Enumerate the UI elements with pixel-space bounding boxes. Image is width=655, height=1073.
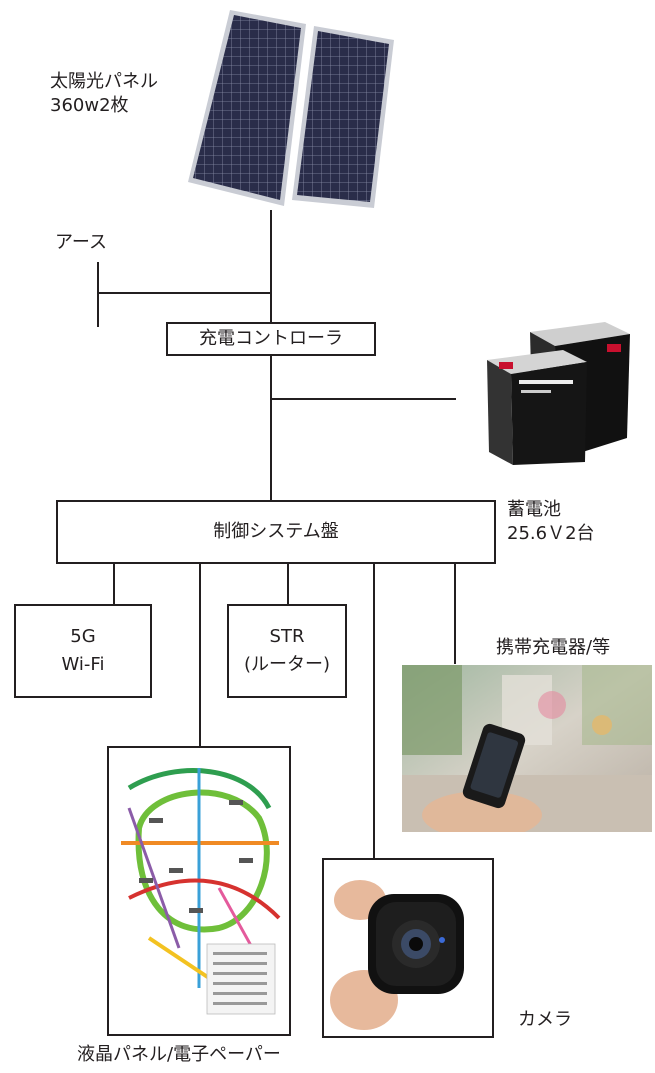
charge-controller-box: 充電コントローラ bbox=[166, 322, 376, 356]
control-panel-label: 制御システム盤 bbox=[213, 521, 339, 542]
phone-charger-label: 携帯充電器/等 bbox=[496, 637, 611, 658]
wire-earth-horizontal bbox=[98, 292, 272, 294]
camera-box bbox=[322, 858, 494, 1038]
battery-image bbox=[475, 320, 640, 465]
route-map-image bbox=[117, 756, 281, 1026]
lcd-label: 液晶パネル/電子ペーパー bbox=[77, 1044, 281, 1065]
wire-earth-vertical bbox=[97, 262, 99, 327]
router-label-line2: (ルーター) bbox=[243, 654, 331, 675]
solar-panel-image bbox=[168, 2, 400, 208]
wifi-label-line2: Wi-Fi bbox=[61, 654, 105, 675]
wire-to-lcd bbox=[199, 564, 201, 746]
charge-controller-label: 充電コントローラ bbox=[199, 328, 343, 349]
wire-to-router bbox=[287, 564, 289, 604]
router-label-line1: STR bbox=[269, 626, 305, 647]
wifi-box: 5G Wi-Fi bbox=[14, 604, 152, 698]
lcd-panel-box bbox=[107, 746, 291, 1036]
battery-label-line2: 25.6Ｖ2台 bbox=[507, 523, 595, 544]
wire-battery bbox=[270, 398, 456, 400]
router-box: STR (ルーター) bbox=[227, 604, 347, 698]
camera-image bbox=[330, 880, 464, 1030]
wire-controller-to-panel bbox=[270, 356, 272, 500]
battery-label-line1: 蓄電池 bbox=[507, 499, 561, 520]
phone-charger-photo bbox=[402, 665, 652, 832]
camera-label: カメラ bbox=[518, 1009, 572, 1030]
solar-label-line2: 360w2枚 bbox=[50, 95, 129, 116]
wire-to-phone-charger bbox=[454, 564, 456, 664]
solar-label: 太陽光パネル 360w2枚 bbox=[50, 70, 158, 118]
battery-label: 蓄電池 25.6Ｖ2台 bbox=[507, 498, 595, 546]
wire-solar-to-controller bbox=[270, 210, 272, 322]
control-panel-box: 制御システム盤 bbox=[56, 500, 496, 564]
wifi-label-line1: 5G bbox=[70, 626, 96, 647]
wire-to-camera bbox=[373, 564, 375, 858]
earth-label: アース bbox=[55, 232, 108, 253]
wire-to-wifi bbox=[113, 564, 115, 604]
solar-label-line1: 太陽光パネル bbox=[50, 71, 158, 92]
